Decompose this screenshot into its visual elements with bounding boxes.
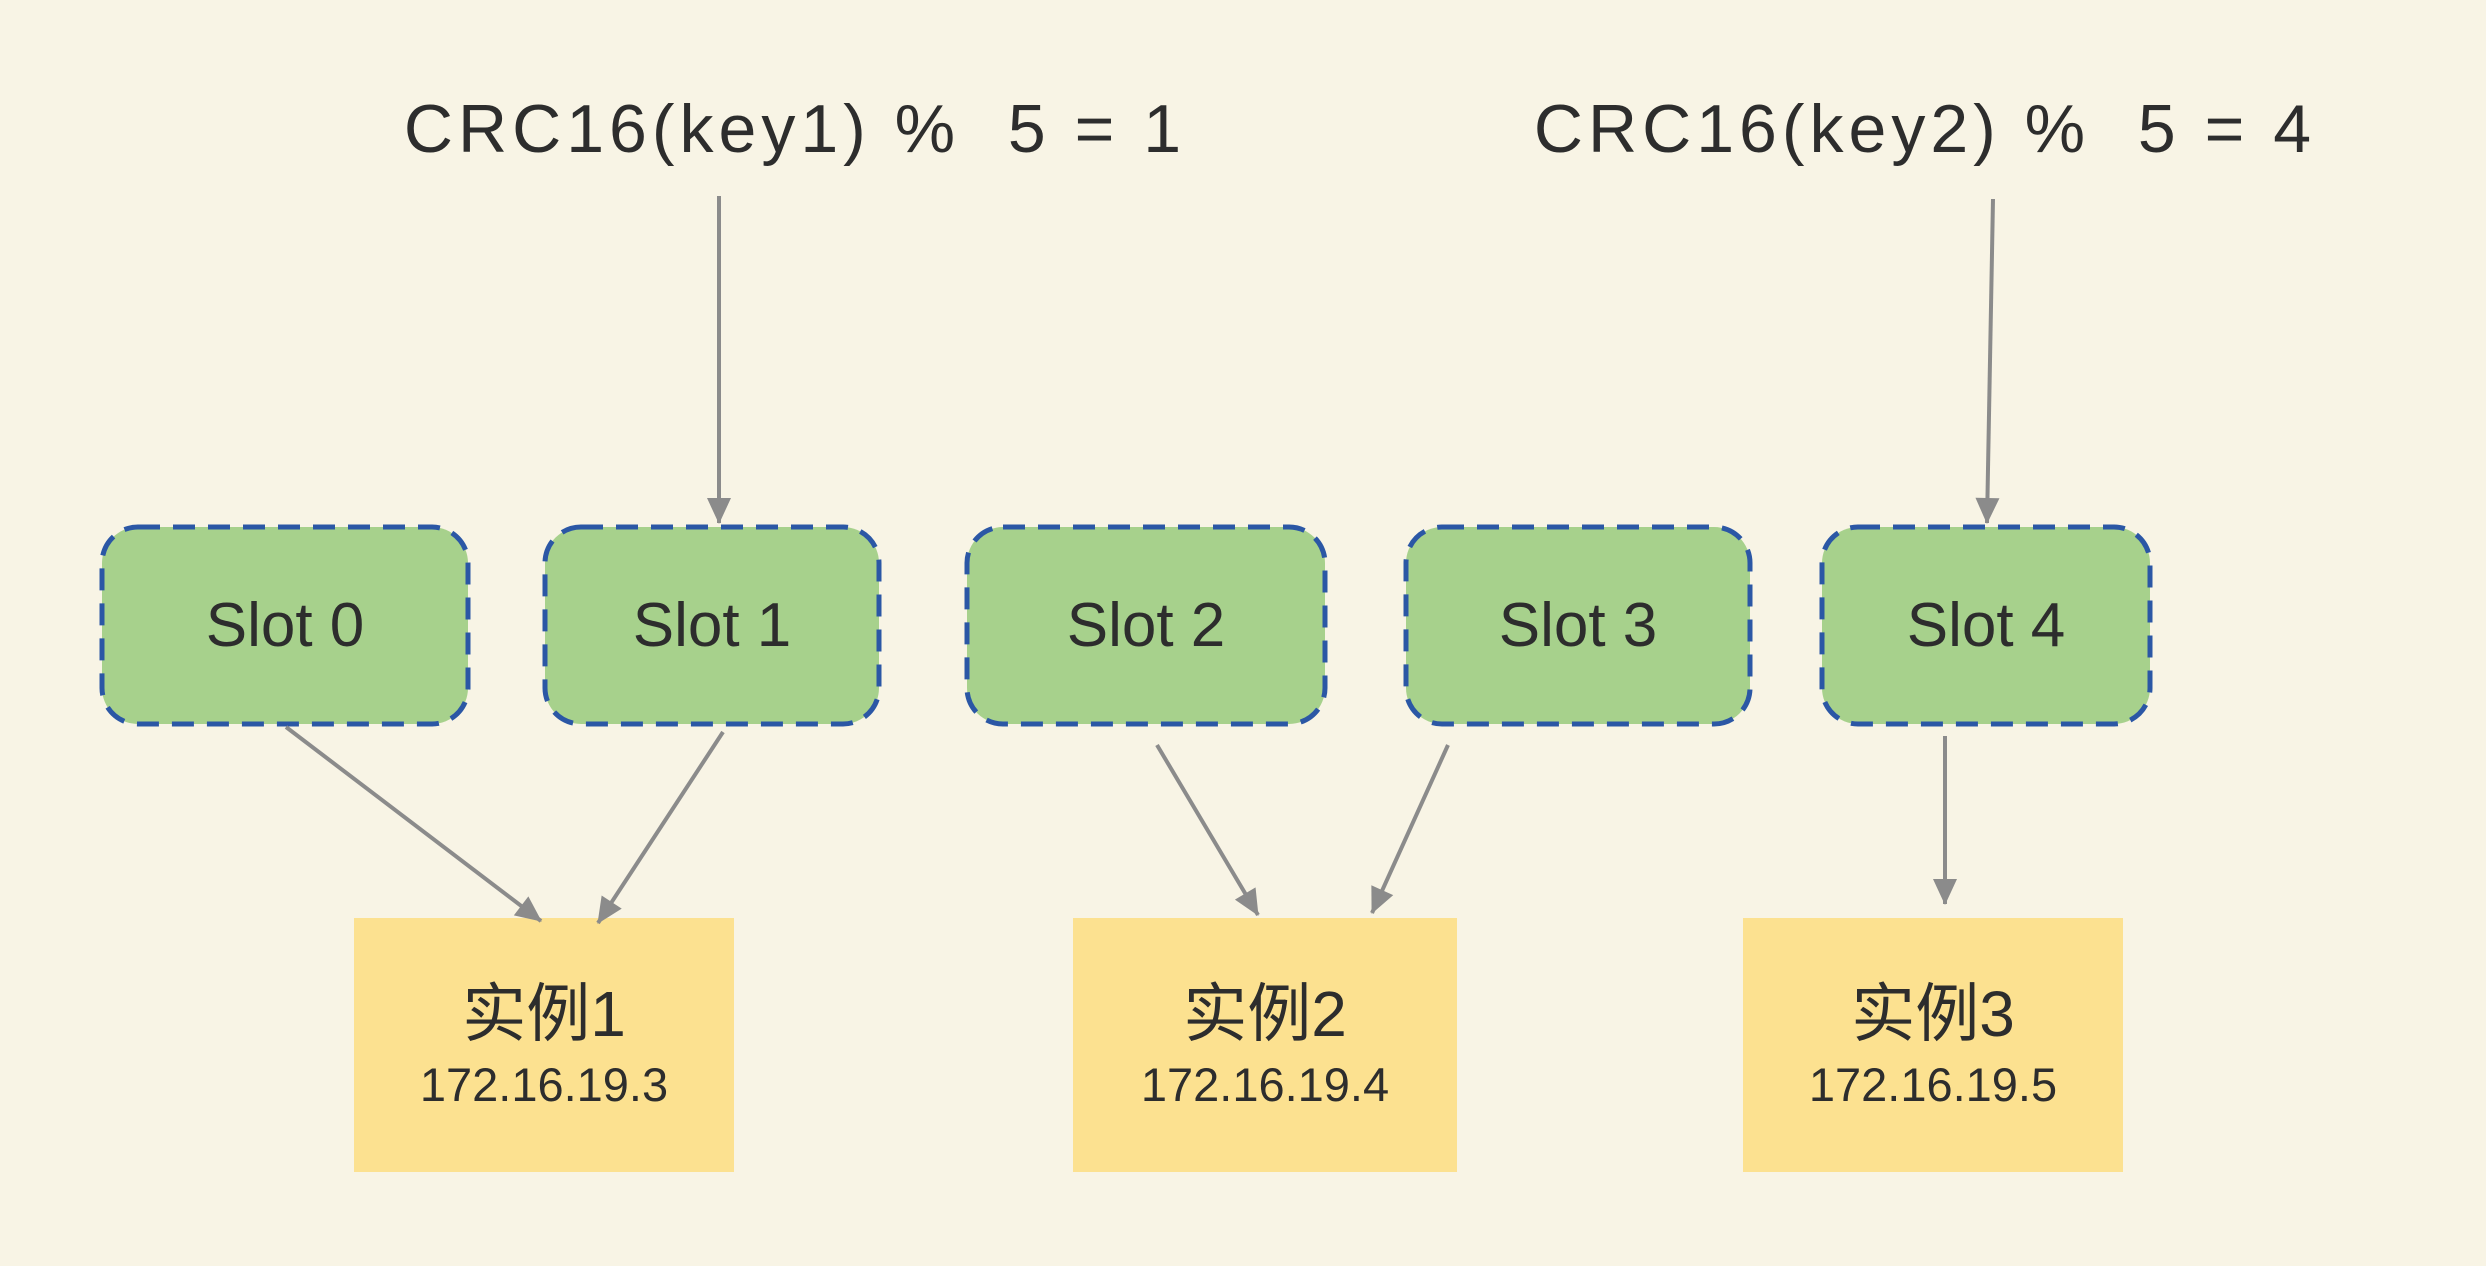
slot-0-box <box>99 524 471 727</box>
instance-2-box <box>1073 918 1457 1172</box>
slot-4-box <box>1819 524 2153 727</box>
slot-2-box <box>964 524 1328 727</box>
slot-3-box <box>1403 524 1753 727</box>
arrow-slot0-to-instance1 <box>284 725 543 923</box>
instance-1-box <box>354 918 734 1172</box>
arrow-slot3-to-instance2 <box>1370 744 1450 914</box>
slot-1-box <box>542 524 882 727</box>
instance-3-box <box>1743 918 2123 1172</box>
arrow-slot2-to-instance2 <box>1155 743 1260 917</box>
arrow-key2-to-slot4 <box>1975 198 2000 524</box>
arrow-slot1-to-instance1 <box>596 730 725 925</box>
